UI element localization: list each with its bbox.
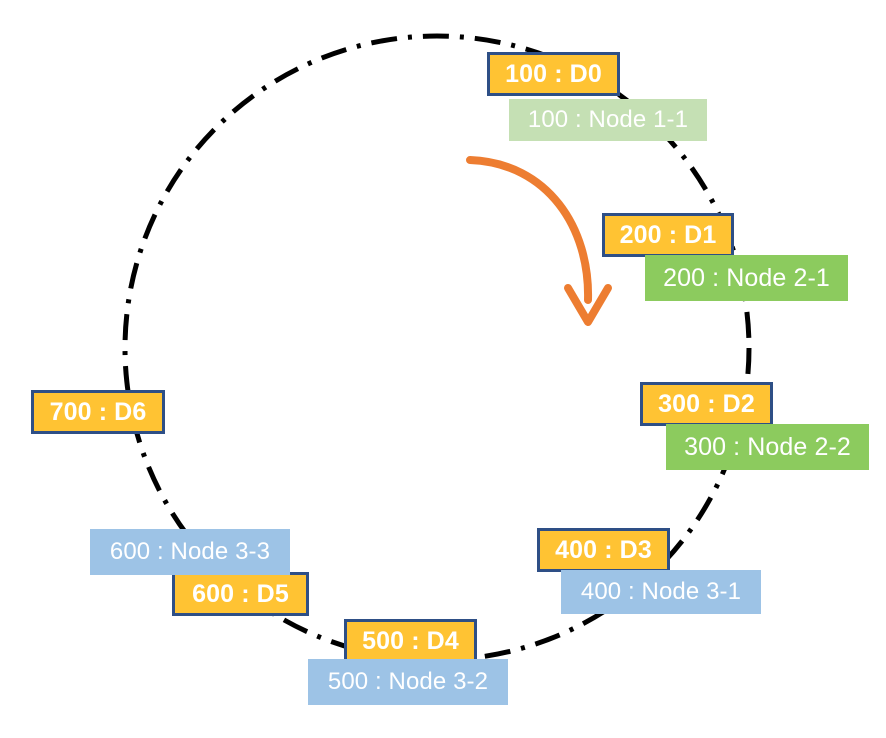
- slot-box-d4[interactable]: 500 : D4: [344, 619, 477, 663]
- slot-box-d6[interactable]: 700 : D6: [31, 390, 165, 434]
- slot-box-d5[interactable]: 600 : D5: [172, 572, 309, 616]
- node-box-node-2-2[interactable]: 300 : Node 2-2: [666, 424, 869, 470]
- node-box-node-3-2[interactable]: 500 : Node 3-2: [308, 659, 508, 705]
- slot-box-d0[interactable]: 100 : D0: [487, 52, 620, 96]
- slot-box-d2[interactable]: 300 : D2: [640, 382, 773, 426]
- slot-box-d3[interactable]: 400 : D3: [537, 528, 670, 572]
- node-box-node-2-1[interactable]: 200 : Node 2-1: [645, 255, 848, 301]
- node-box-node-3-1[interactable]: 400 : Node 3-1: [561, 570, 761, 614]
- slot-box-d1[interactable]: 200 : D1: [602, 213, 734, 257]
- node-box-node-3-3[interactable]: 600 : Node 3-3: [90, 529, 290, 575]
- node-box-node-1-1[interactable]: 100 : Node 1-1: [509, 99, 707, 141]
- clockwise-direction-arrow: [466, 156, 612, 326]
